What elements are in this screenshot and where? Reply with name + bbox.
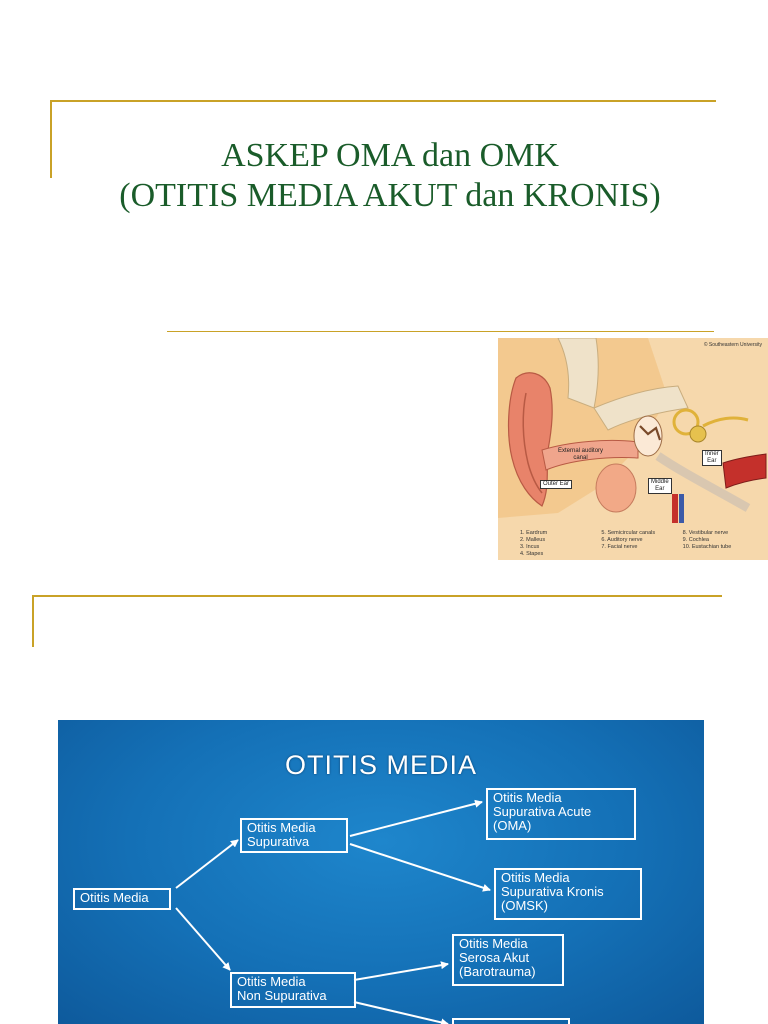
legend-item: 7. Facial nerve: [601, 544, 638, 550]
arrow-root-to-non-supurativa: [175, 907, 231, 971]
diagram-title: OTITIS MEDIA: [284, 750, 477, 780]
slide2-rule-top: [32, 595, 722, 597]
node-non-supurativa: Otitis Media Non Supurativa: [230, 972, 356, 1008]
legend-item: 5. Semicircular canals: [601, 530, 656, 536]
arrow-root-to-supurativa: [175, 839, 239, 889]
title-line-2: (OTITIS MEDIA AKUT dan KRONIS): [119, 177, 661, 214]
ear-anatomy-figure: © Southeastern University External audit…: [498, 338, 768, 560]
legend-item: 9. Cochlea: [682, 537, 709, 543]
arrow-non-supurativa-to-serosa: [353, 961, 449, 981]
label-outer-ear: Outer Ear: [540, 480, 573, 489]
slide-title-text: ASKEP OMA dan OMK (OTITIS MEDIA AKUT dan…: [60, 136, 720, 216]
arrow-non-supurativa-to-next: [353, 1001, 449, 1024]
node-serosa: Otitis Media Serosa Akut (Barotrauma): [452, 934, 564, 986]
node-omsk: Otitis Media Supurativa Kronis (OMSK): [494, 868, 642, 920]
diagram-arrows: [175, 799, 491, 1024]
title-rule-top: [50, 100, 716, 102]
arrow-supurativa-to-omsk: [349, 843, 491, 892]
node-cut-off: [452, 1018, 570, 1024]
node-supurativa: Otitis Media Supurativa: [240, 818, 348, 853]
legend-item: 10. Eustachian tube: [682, 544, 732, 550]
slide2-rule-left: [32, 595, 34, 647]
ear-illustration: [498, 338, 768, 560]
figure-legend: 1. Eardrum 5. Semicircular canals 8. Ves…: [520, 530, 760, 558]
legend-item: 4. Stapes: [520, 551, 544, 557]
figure-copyright: © Southeastern University: [703, 342, 762, 348]
legend-item: 8. Vestibular nerve: [682, 530, 729, 536]
node-otitis-media: Otitis Media: [73, 888, 171, 910]
arrow-supurativa-to-oma: [349, 799, 483, 837]
legend-item: 2. Malleus: [520, 537, 546, 543]
legend-item: 3. Incus: [520, 544, 540, 550]
slide-diagram: OTITIS MEDIA Otitis Media Otitis Media S…: [0, 580, 768, 1024]
title-line-1: ASKEP OMA dan OMK: [221, 137, 559, 174]
slide-title: ASKEP OMA dan OMK (OTITIS MEDIA AKUT dan…: [50, 100, 768, 560]
title-rule-left: [50, 100, 52, 178]
legend-item: 1. Eardrum: [520, 530, 548, 536]
legend-item: 6. Auditory nerve: [601, 537, 643, 543]
otitis-media-diagram: OTITIS MEDIA Otitis Media Otitis Media S…: [58, 720, 704, 1024]
node-oma: Otitis Media Supurativa Acute (OMA): [486, 788, 636, 840]
label-middle-ear: Middle Ear: [648, 478, 672, 494]
subtitle-rule: [167, 331, 714, 332]
label-inner-ear: Inner Ear: [702, 450, 722, 466]
label-external-canal: External auditory canal: [558, 448, 604, 461]
